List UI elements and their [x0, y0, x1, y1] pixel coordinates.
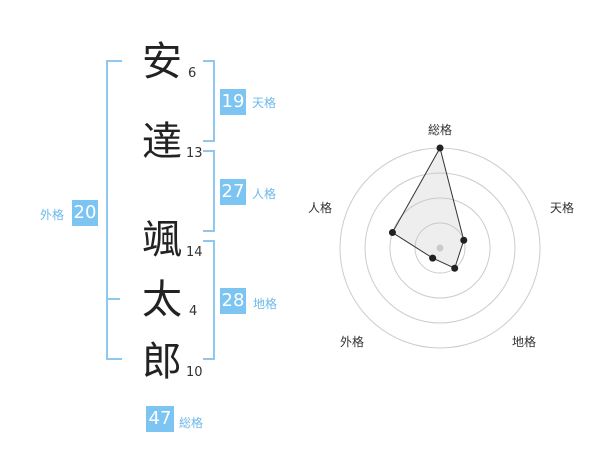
stroke-count-1: 6 — [188, 66, 197, 81]
tenkaku-label: 天格 — [252, 96, 277, 110]
radar-axis-label-0: 総格 — [428, 123, 453, 137]
gaikaku-bracket-tick — [106, 298, 120, 300]
radar-axis-label-2: 地格 — [512, 335, 537, 349]
jinkaku-badge: 27 — [220, 179, 246, 205]
stroke-count-3: 14 — [186, 245, 203, 260]
radar-axis-label-3: 外格 — [340, 335, 365, 349]
radar-point-1 — [460, 236, 468, 244]
gaikaku-label: 外格 — [40, 208, 65, 222]
radar-point-4 — [388, 229, 396, 237]
stroke-count-2: 13 — [186, 146, 203, 161]
radar-point-2 — [451, 264, 459, 272]
name-char-4: 太 — [142, 277, 182, 323]
jinkaku-label: 人格 — [252, 187, 277, 201]
radar-ring — [364, 172, 516, 324]
stroke-count-5: 10 — [186, 365, 203, 380]
radar-point-0 — [436, 144, 444, 152]
tenkaku-badge: 19 — [220, 89, 246, 115]
name-char-5: 郎 — [142, 339, 182, 385]
chikaku-label: 地格 — [253, 297, 278, 311]
soukaku-label: 総格 — [179, 416, 204, 430]
radar-axis-label-1: 天格 — [550, 201, 575, 215]
tenkaku-bracket — [203, 60, 215, 142]
jinkaku-bracket — [203, 150, 215, 232]
gaikaku-bracket — [106, 60, 122, 360]
radar-axis-label-4: 人格 — [308, 201, 333, 215]
name-char-1: 安 — [142, 39, 182, 85]
stroke-count-4: 4 — [189, 304, 198, 319]
radar-ring — [414, 222, 466, 274]
radar-ring — [389, 197, 491, 299]
soukaku-badge: 47 — [146, 406, 174, 432]
gaikaku-badge: 20 — [72, 200, 98, 226]
radar-center-dot — [436, 244, 444, 252]
name-char-3: 颯 — [142, 217, 182, 263]
chikaku-badge: 28 — [220, 288, 246, 314]
radar-point-3 — [429, 254, 437, 262]
chikaku-bracket — [203, 240, 215, 360]
radar-value-polygon — [391, 146, 465, 269]
name-char-2: 達 — [142, 119, 182, 165]
